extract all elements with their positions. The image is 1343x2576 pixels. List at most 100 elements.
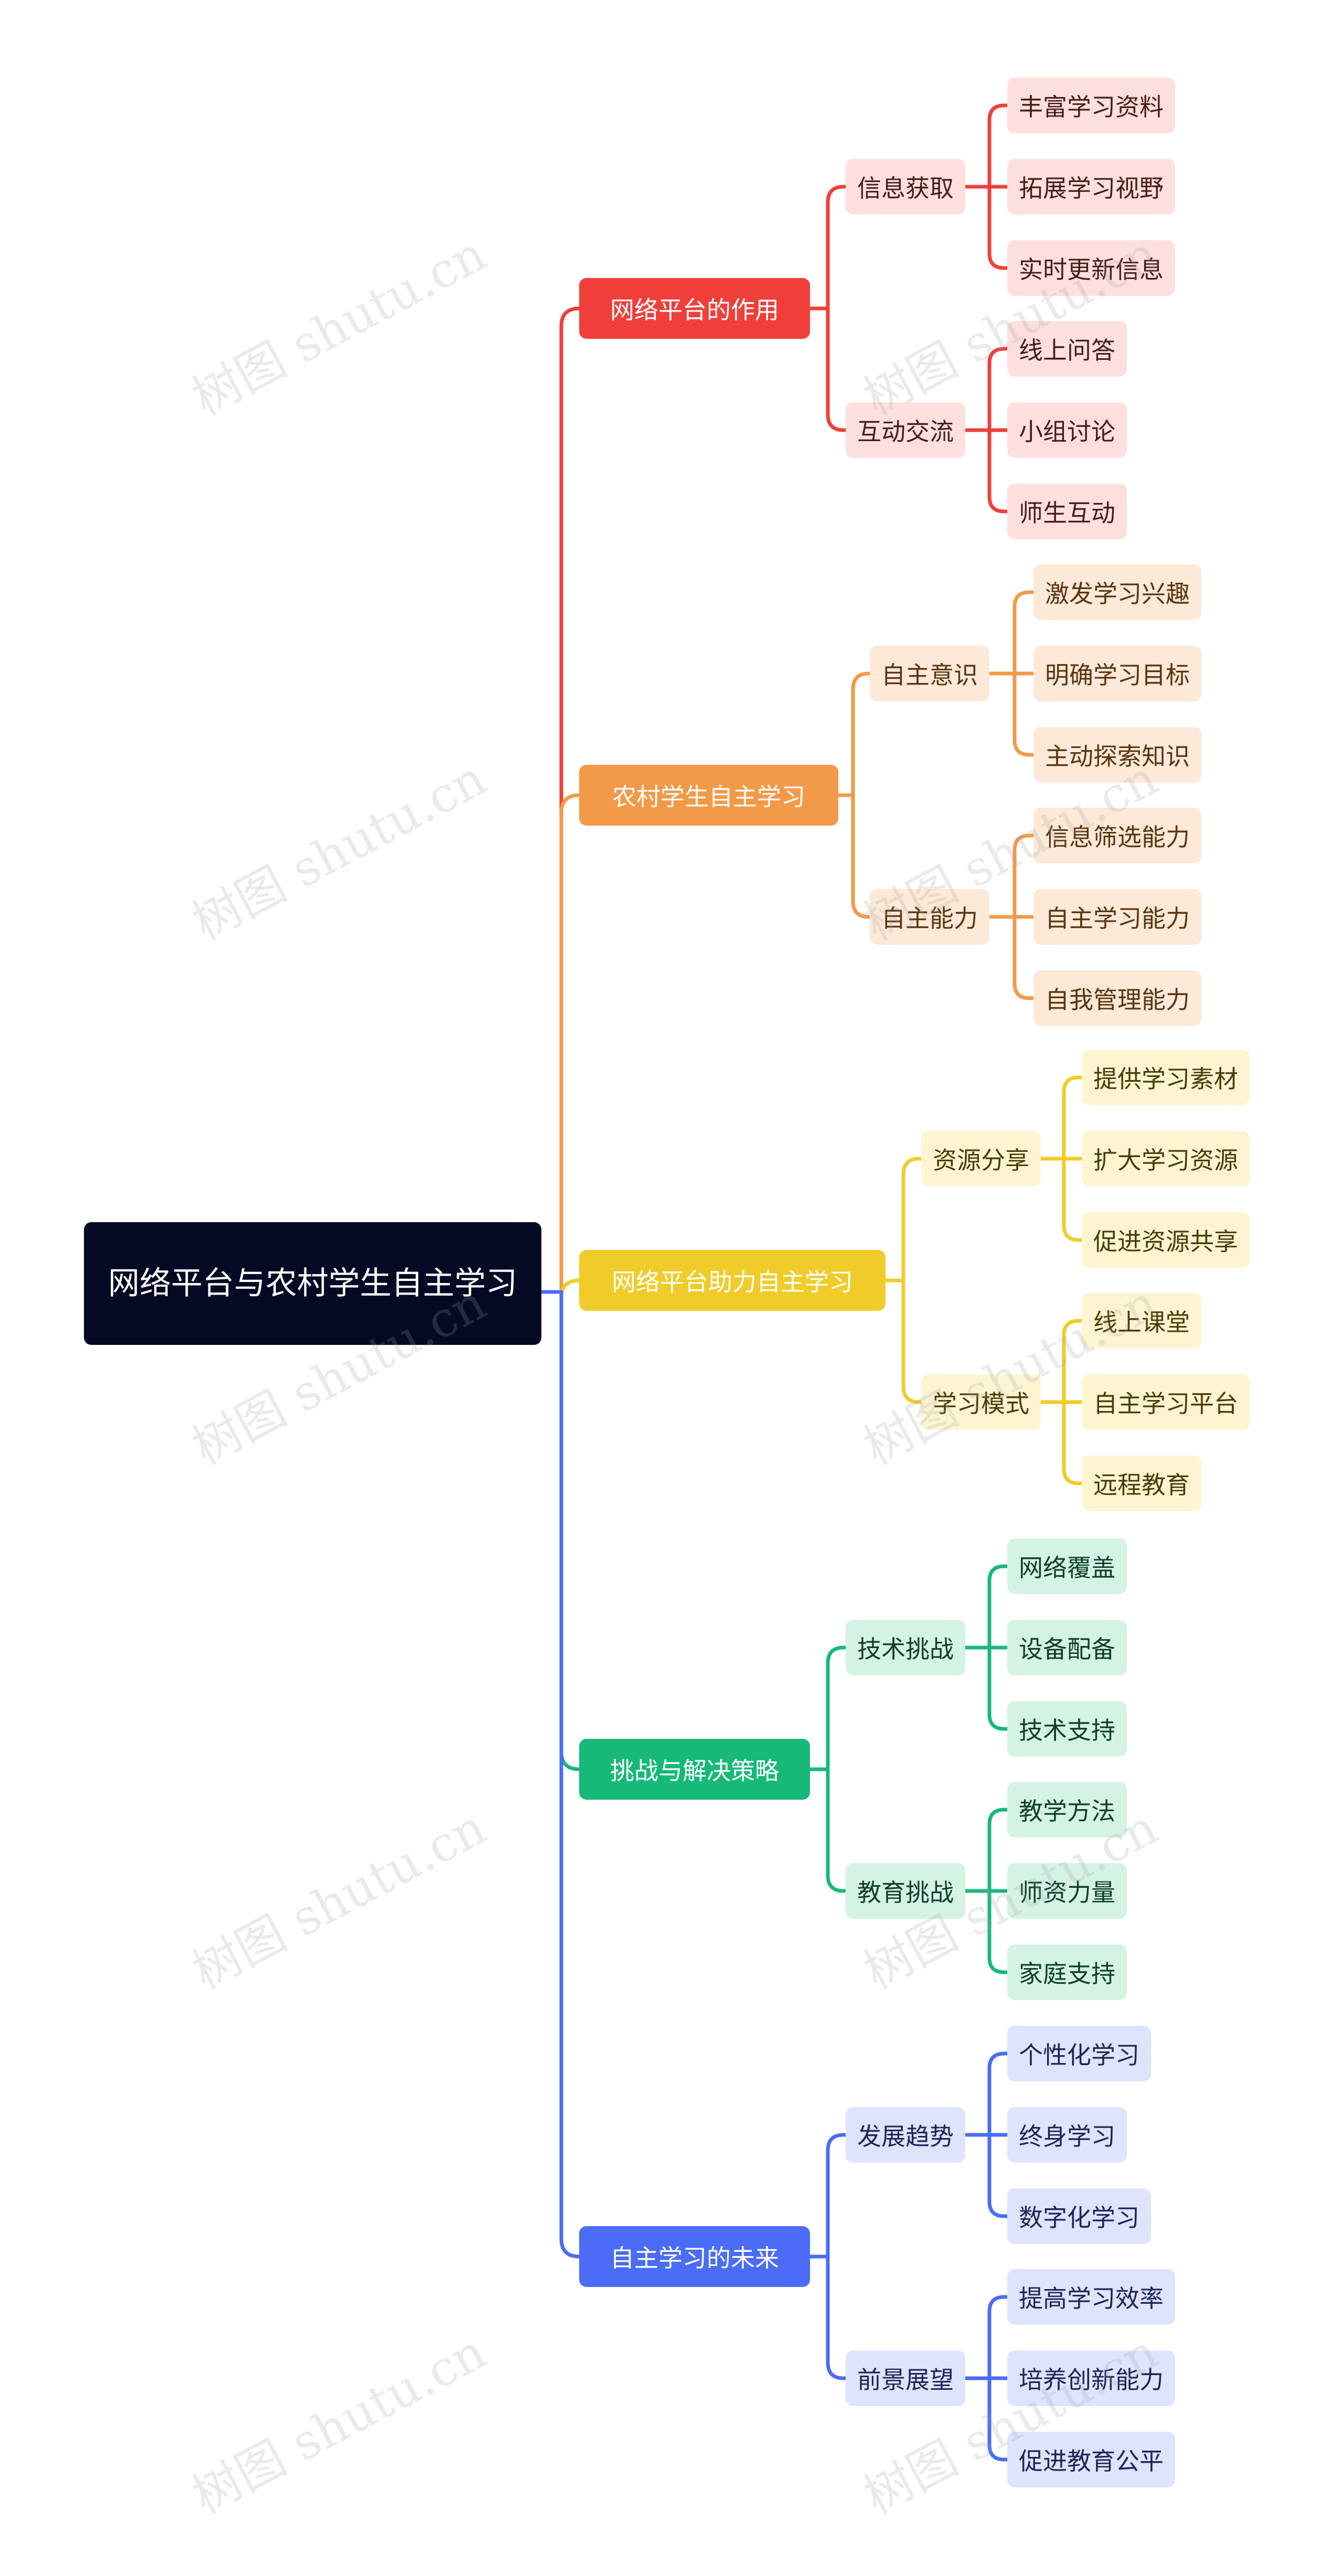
sub-connector-3-1 xyxy=(901,1157,923,1282)
sub-connector-4-1 xyxy=(826,1645,848,1771)
subtopic-4-1[interactable]: 技术挑战 xyxy=(846,1620,965,1675)
leaf-connector-5-2-3 xyxy=(987,2376,1009,2462)
sub-connector-4-2 xyxy=(826,1767,848,1893)
leaf-5-1-1-label: 个性化学习 xyxy=(1019,2041,1139,2069)
leaf-connector-4-1-1 xyxy=(987,1564,1009,1650)
leaf-4-1-1[interactable]: 网络覆盖 xyxy=(1007,1538,1127,1594)
leaf-4-2-1[interactable]: 教学方法 xyxy=(1007,1782,1127,1837)
leaf-5-1-2[interactable]: 终身学习 xyxy=(1007,2107,1127,2163)
leaf-2-2-3-label: 自我管理能力 xyxy=(1045,986,1190,1014)
leaf-3-2-3-label: 远程教育 xyxy=(1093,1471,1190,1499)
leaf-connector-4-2-1 xyxy=(987,1808,1009,1893)
leaf-connector-2-1-3 xyxy=(1012,671,1036,757)
leaf-connector-2-2-3 xyxy=(1012,915,1036,1000)
branch-topic-1-label: 网络平台的作用 xyxy=(610,296,779,324)
leaf-4-2-2-label: 师资力量 xyxy=(1019,1878,1115,1907)
branch-topic-4[interactable]: 挑战与解决策略 xyxy=(579,1739,810,1800)
leaf-3-2-1[interactable]: 线上课堂 xyxy=(1082,1293,1201,1349)
leaf-1-2-1-label: 线上问答 xyxy=(1019,336,1115,365)
leaf-5-2-2[interactable]: 培养创新能力 xyxy=(1007,2350,1175,2406)
leaf-2-1-3-label: 主动探索知识 xyxy=(1045,742,1190,771)
leaf-3-1-3[interactable]: 促进资源共享 xyxy=(1082,1212,1250,1268)
leaf-1-1-2[interactable]: 拓展学习视野 xyxy=(1007,159,1175,215)
leaf-3-1-3-label: 促进资源共享 xyxy=(1093,1227,1238,1256)
subtopic-5-1-label: 发展趋势 xyxy=(857,2122,954,2151)
leaf-5-2-3-label: 促进教育公平 xyxy=(1019,2447,1164,2475)
leaf-connector-1-1-1 xyxy=(987,103,1009,189)
subtopic-3-1-label: 资源分享 xyxy=(933,1146,1029,1174)
leaf-3-1-1[interactable]: 提供学习素材 xyxy=(1082,1050,1250,1105)
leaf-connector-2-2-1 xyxy=(1012,833,1036,919)
leaf-5-1-3[interactable]: 数字化学习 xyxy=(1007,2188,1151,2244)
leaf-connector-3-2-3 xyxy=(1062,1400,1084,1485)
subtopic-4-2[interactable]: 教育挑战 xyxy=(846,1863,965,1919)
leaf-connector-4-2-3 xyxy=(987,1889,1009,1974)
leaf-1-1-3[interactable]: 实时更新信息 xyxy=(1007,240,1175,296)
leaf-3-2-2[interactable]: 自主学习平台 xyxy=(1082,1374,1250,1430)
leaf-2-2-1-label: 信息筛选能力 xyxy=(1045,823,1190,851)
leaf-4-2-3[interactable]: 家庭支持 xyxy=(1007,1944,1127,2000)
leaf-1-1-3-label: 实时更新信息 xyxy=(1019,255,1164,284)
leaf-5-2-2-label: 培养创新能力 xyxy=(1019,2366,1164,2394)
leaf-4-1-2[interactable]: 设备配备 xyxy=(1007,1620,1127,1675)
leaf-2-2-1[interactable]: 信息筛选能力 xyxy=(1033,808,1201,863)
leaf-1-2-3[interactable]: 师生互动 xyxy=(1007,484,1127,539)
leaf-1-1-2-label: 拓展学习视野 xyxy=(1019,174,1164,202)
leaf-connector-4-1-3 xyxy=(987,1645,1009,1731)
leaf-1-2-2[interactable]: 小组讨论 xyxy=(1007,402,1127,458)
leaf-2-1-1[interactable]: 激发学习兴趣 xyxy=(1033,564,1201,620)
subtopic-5-1[interactable]: 发展趋势 xyxy=(846,2107,965,2163)
leaf-connector-5-1-1 xyxy=(987,2051,1009,2137)
subtopic-3-2[interactable]: 学习模式 xyxy=(921,1374,1041,1430)
sub-connector-1-1 xyxy=(826,185,848,311)
leaf-3-1-2[interactable]: 扩大学习资源 xyxy=(1082,1131,1250,1187)
sub-connector-2-1 xyxy=(851,671,872,797)
subtopic-3-1[interactable]: 资源分享 xyxy=(921,1131,1041,1187)
leaf-3-2-3[interactable]: 远程教育 xyxy=(1082,1456,1201,1511)
leaf-3-1-2-label: 扩大学习资源 xyxy=(1093,1146,1238,1174)
subtopic-1-2[interactable]: 互动交流 xyxy=(846,402,965,458)
leaf-3-2-1-label: 线上课堂 xyxy=(1093,1308,1190,1337)
leaf-2-1-2[interactable]: 明确学习目标 xyxy=(1033,646,1201,701)
leaf-1-2-1[interactable]: 线上问答 xyxy=(1007,321,1127,377)
sub-connector-3-2 xyxy=(901,1278,923,1404)
leaf-1-1-1[interactable]: 丰富学习资料 xyxy=(1007,78,1175,133)
sub-connector-2-2 xyxy=(851,793,872,919)
subtopic-2-1[interactable]: 自主意识 xyxy=(870,646,989,701)
leaf-2-2-2[interactable]: 自主学习能力 xyxy=(1033,889,1201,945)
branch-topic-4-label: 挑战与解决策略 xyxy=(610,1757,779,1785)
leaf-5-2-1[interactable]: 提高学习效率 xyxy=(1007,2269,1175,2325)
branch-topic-3-label: 网络平台助力自主学习 xyxy=(612,1268,853,1296)
branch-topic-5-label: 自主学习的未来 xyxy=(610,2244,779,2272)
branch-connector-5 xyxy=(559,1290,581,2259)
branch-topic-1[interactable]: 网络平台的作用 xyxy=(579,278,810,339)
leaf-2-1-1-label: 激发学习兴趣 xyxy=(1045,580,1190,608)
leaf-2-1-2-label: 明确学习目标 xyxy=(1045,661,1190,689)
subtopic-5-2-label: 前景展望 xyxy=(857,2366,954,2394)
root-topic[interactable]: 网络平台与农村学生自主学习 xyxy=(84,1222,541,1345)
subtopic-5-2[interactable]: 前景展望 xyxy=(846,2350,965,2406)
leaf-2-2-3[interactable]: 自我管理能力 xyxy=(1033,970,1201,1026)
leaf-2-1-3[interactable]: 主动探索知识 xyxy=(1033,727,1201,783)
leaf-connector-3-1-1 xyxy=(1062,1075,1084,1161)
leaf-connector-3-1-3 xyxy=(1062,1157,1084,1242)
branch-topic-5[interactable]: 自主学习的未来 xyxy=(579,2226,810,2287)
leaf-4-1-3-label: 技术支持 xyxy=(1019,1716,1115,1745)
subtopic-1-1[interactable]: 信息获取 xyxy=(846,159,965,215)
leaf-5-2-3[interactable]: 促进教育公平 xyxy=(1007,2432,1175,2487)
sub-connector-5-1 xyxy=(826,2133,848,2259)
leaf-4-2-2[interactable]: 师资力量 xyxy=(1007,1863,1127,1919)
leaf-4-2-3-label: 家庭支持 xyxy=(1019,1960,1115,1988)
subtopic-2-2-label: 自主能力 xyxy=(881,904,978,933)
subtopic-2-2[interactable]: 自主能力 xyxy=(870,889,989,945)
leaf-5-1-1[interactable]: 个性化学习 xyxy=(1007,2026,1151,2081)
leaf-1-2-3-label: 师生互动 xyxy=(1019,499,1115,527)
leaf-4-1-3[interactable]: 技术支持 xyxy=(1007,1701,1127,1757)
leaf-5-1-2-label: 终身学习 xyxy=(1019,2122,1115,2151)
branch-topic-2[interactable]: 农村学生自主学习 xyxy=(579,765,838,826)
leaf-1-1-1-label: 丰富学习资料 xyxy=(1019,93,1164,121)
branch-topic-3[interactable]: 网络平台助力自主学习 xyxy=(579,1250,886,1311)
root-topic-label: 网络平台与农村学生自主学习 xyxy=(108,1265,517,1302)
leaf-4-1-2-label: 设备配备 xyxy=(1019,1635,1115,1663)
